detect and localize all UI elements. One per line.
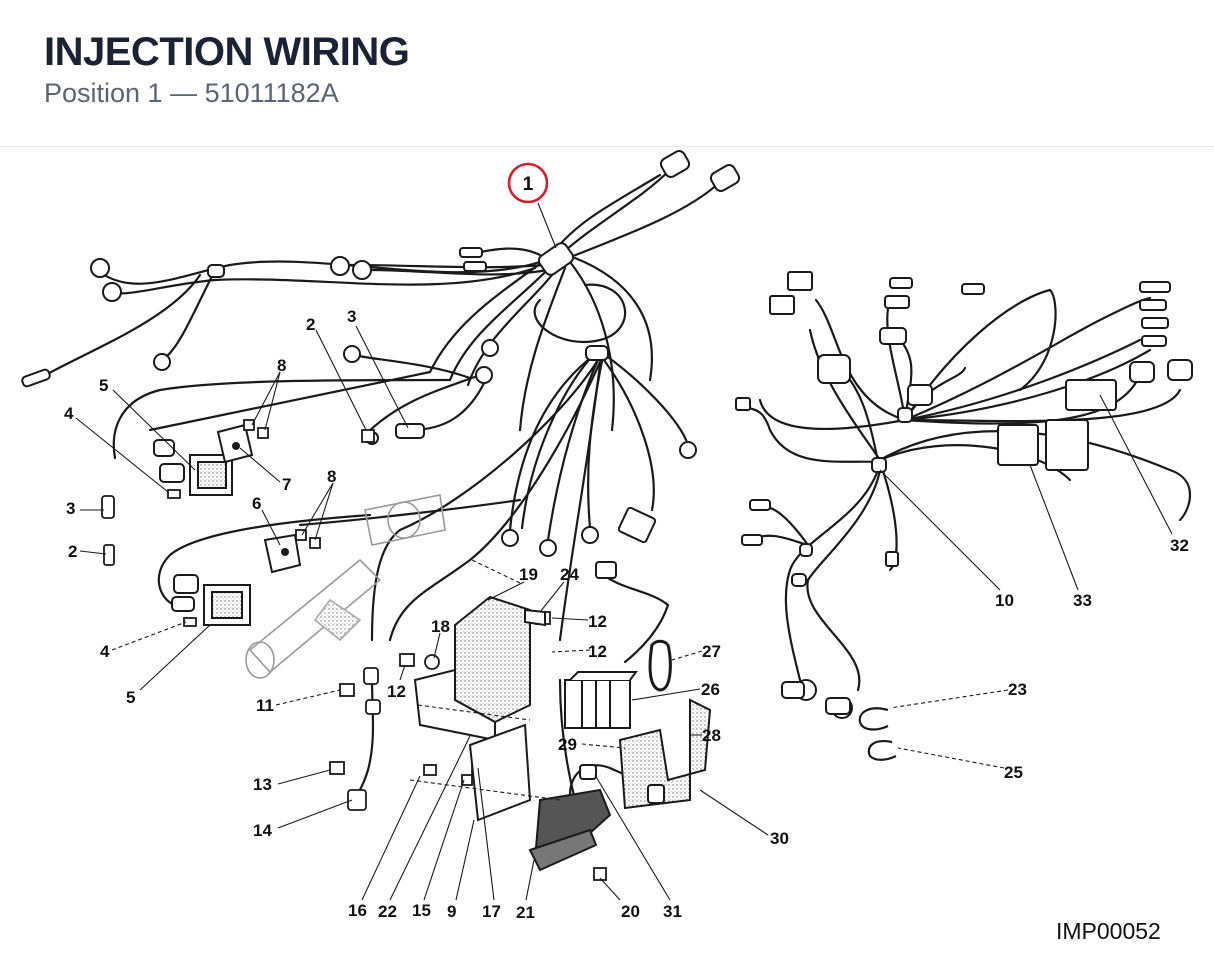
clips	[858, 707, 897, 761]
secondary-connectors	[735, 271, 1193, 719]
callout-label: 17	[482, 902, 501, 921]
callout-label: 16	[348, 901, 367, 920]
callout-labels: 2 3 8 5 4 7 3 2 6 8 4 5 11 12 18 19 24 1…	[64, 307, 1189, 922]
callout-label: 15	[412, 901, 431, 920]
callout-label: 3	[347, 307, 356, 326]
callout-label: 29	[558, 735, 577, 754]
wiring-diagram: 1 2 3 8 5 4 7 3 2 6 8 4 5 11 12 18 19 24…	[21, 150, 1193, 922]
connector-plugs	[21, 150, 741, 579]
callout-label: 32	[1170, 536, 1189, 555]
brackets-and-modules	[413, 595, 712, 872]
frame-tube	[245, 494, 446, 679]
main-harness	[38, 166, 722, 802]
callout-label: 20	[621, 902, 640, 921]
callout-label: 6	[252, 494, 261, 513]
callout-label: 28	[702, 726, 721, 745]
callout-label: 11	[256, 696, 274, 715]
callout-label: 19	[519, 565, 538, 584]
drawing-code: IMP00052	[1056, 918, 1161, 944]
callout-label: 33	[1073, 591, 1092, 610]
header: INJECTION WIRING Position 1 — 51011182A	[0, 0, 1214, 147]
callout-label: 5	[99, 376, 108, 395]
callout-label: 8	[277, 356, 286, 375]
callout-label: 14	[253, 821, 272, 840]
leader-lines	[75, 202, 1173, 901]
callout-label: 7	[282, 475, 291, 494]
callout-label: 26	[701, 680, 720, 699]
callout-label: 10	[995, 591, 1014, 610]
callout-label: 4	[100, 642, 110, 661]
page-subtitle: Position 1 — 51011182A	[44, 78, 339, 108]
callout-label: 3	[66, 499, 75, 518]
callout-label: 27	[702, 642, 721, 661]
secondary-harness	[746, 288, 1191, 692]
callout-label: 4	[64, 404, 74, 423]
callout-label: 13	[253, 775, 272, 794]
callout-label: 2	[306, 315, 315, 334]
callout-label: 23	[1008, 680, 1027, 699]
harness-sleeves	[207, 242, 609, 361]
callout-label: 2	[68, 542, 77, 561]
callout-label: 30	[770, 829, 789, 848]
callout-label: 25	[1004, 763, 1023, 782]
ignition-coils	[153, 423, 302, 626]
highlight-circle	[507, 162, 549, 204]
callout-label: 8	[327, 467, 336, 486]
callout-label: 22	[378, 902, 397, 921]
callout-label: 12	[588, 642, 607, 661]
callout-label: 21	[516, 903, 535, 922]
callout-label: 24	[560, 565, 579, 584]
page-title: INJECTION WIRING	[44, 30, 410, 74]
callout-label: 31	[663, 902, 682, 921]
callout-label: 5	[126, 688, 135, 707]
callout-label: 12	[588, 612, 607, 631]
highlight-label: 1	[523, 174, 534, 195]
callout-label: 9	[447, 902, 456, 921]
callout-label: 12	[387, 682, 406, 701]
callout-label: 18	[431, 617, 450, 636]
